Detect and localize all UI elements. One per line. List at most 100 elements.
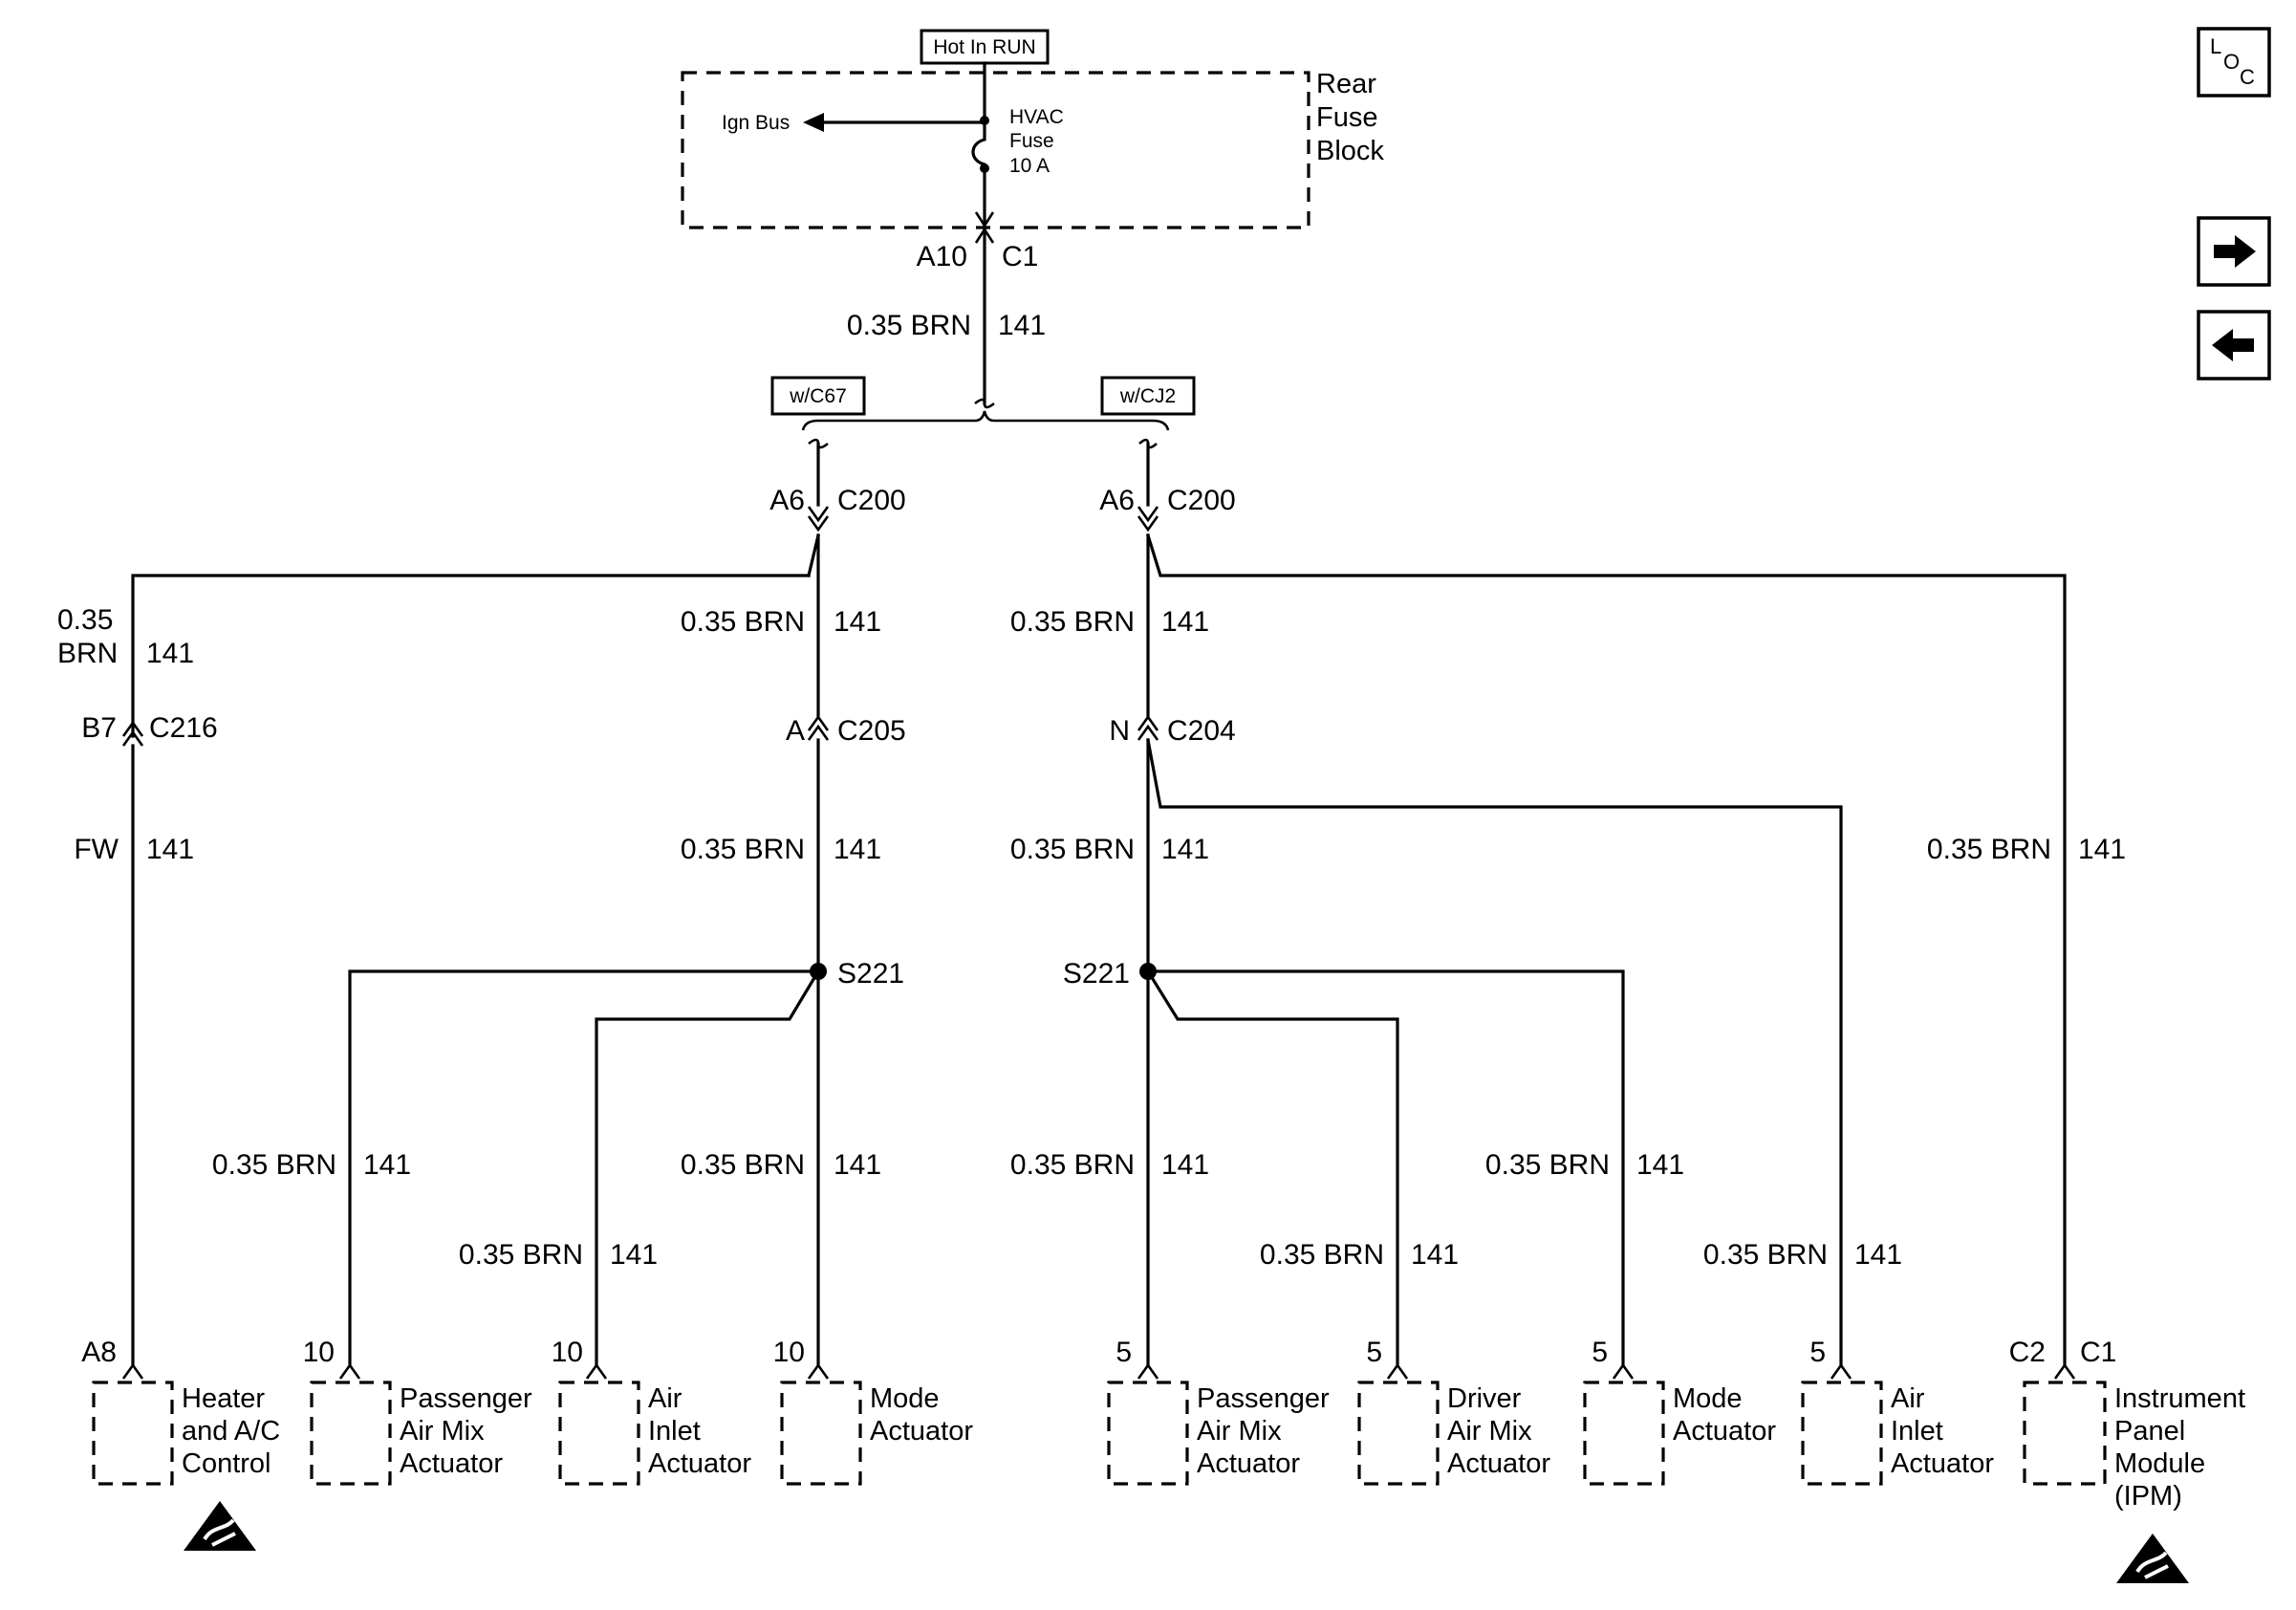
r-driver-air-mix-wire xyxy=(1145,968,1399,1367)
r-driver-air-mix-line-1: Driver xyxy=(1447,1383,1522,1414)
l-pass-air-mix-spec: 0.35 BRN xyxy=(212,1149,336,1181)
hvac-fuse-icon xyxy=(971,120,986,170)
l-air-inlet-line-1: Air xyxy=(648,1383,682,1414)
s221-right-label: S221 xyxy=(1063,958,1130,990)
c205-below-circuit: 141 xyxy=(834,834,881,865)
instrument-panel-module: C2 C1 Instrument Panel Module (IPM) xyxy=(2009,1337,2245,1512)
l-pass-air-mix-wire xyxy=(348,969,820,1367)
l-mode-line-1: Mode xyxy=(870,1383,940,1414)
heater-ac-line-3: Control xyxy=(182,1448,271,1479)
l-pass-air-mix-line-3: Actuator xyxy=(400,1448,503,1479)
l-mode-pin: 10 xyxy=(773,1337,805,1368)
esd-warning-icon-right xyxy=(2116,1534,2189,1583)
fuse-block-line-3: Block xyxy=(1316,136,1384,166)
c200-left-name: C200 xyxy=(837,485,906,516)
r-mode-outline xyxy=(1583,1381,1665,1486)
right-mid-circuit: 141 xyxy=(1161,606,1209,638)
ign-bus-label: Ign Bus xyxy=(722,112,790,134)
r-air-inlet-line-3: Actuator xyxy=(1891,1448,1994,1479)
c200-left-pin: A6 xyxy=(769,485,805,516)
r-pass-air-mix-spec: 0.35 BRN xyxy=(1010,1149,1135,1181)
forward-button[interactable] xyxy=(2197,216,2271,287)
fuse-line-2: Fuse xyxy=(1009,130,1054,152)
r-mode-pin: 5 xyxy=(1592,1337,1608,1368)
option-right-text: w/CJ2 xyxy=(1119,385,1176,407)
s221-left-label: S221 xyxy=(837,958,904,990)
l-air-inlet-circuit: 141 xyxy=(610,1239,658,1271)
right-mid-spec: 0.35 BRN xyxy=(1010,606,1135,638)
r-driver-air-mix-actuator: 5 Driver Air Mix Actuator xyxy=(1357,1337,1550,1486)
locator-button[interactable]: L O C xyxy=(2197,27,2271,98)
c204-name: C204 xyxy=(1167,715,1236,747)
c1-male-terminal-icon xyxy=(974,211,995,228)
r-driver-air-mix-line-3: Actuator xyxy=(1447,1448,1550,1479)
l-air-inlet-line-2: Inlet xyxy=(648,1416,701,1447)
heater-ac-outline xyxy=(92,1381,174,1486)
heater-ac-terminal-icon xyxy=(121,1362,144,1380)
c200-right-pin: A6 xyxy=(1099,485,1135,516)
r-air-inlet-wire xyxy=(1146,738,1843,1367)
r-mode-spec: 0.35 BRN xyxy=(1485,1149,1610,1181)
r-air-inlet-circuit: 141 xyxy=(1854,1239,1902,1271)
l-pass-air-mix-actuator: 10 Passenger Air Mix Actuator xyxy=(303,1337,532,1486)
back-button[interactable] xyxy=(2197,310,2271,381)
ipm-pin-right: C1 xyxy=(2080,1337,2116,1368)
r-driver-air-mix-line-2: Air Mix xyxy=(1447,1416,1532,1447)
fuse-line-1: HVAC xyxy=(1009,106,1064,128)
left-mid-spec: 0.35 BRN xyxy=(681,606,805,638)
c1-pin: A10 xyxy=(917,241,967,272)
c216-name: C216 xyxy=(149,712,218,744)
ipm-line-1: Instrument xyxy=(2114,1383,2245,1414)
r-mode-terminal-icon xyxy=(1612,1362,1635,1380)
l-air-inlet-line-3: Actuator xyxy=(648,1448,751,1479)
fw-spec: FW xyxy=(74,834,119,865)
l-pass-air-mix-line-2: Air Mix xyxy=(400,1416,485,1447)
far-left-wire-upper xyxy=(131,574,811,738)
l-mode-outline xyxy=(780,1381,862,1486)
r-mode-line-2: Actuator xyxy=(1673,1416,1776,1447)
r-pass-air-mix-line-2: Air Mix xyxy=(1197,1416,1282,1447)
option-left-label: w/C67 xyxy=(770,376,866,416)
heater-ac-pin: A8 xyxy=(81,1337,117,1368)
ipm-feed-wire xyxy=(1145,533,2067,1367)
r-driver-air-mix-circuit: 141 xyxy=(1411,1239,1459,1271)
r-driver-air-mix-pin: 5 xyxy=(1366,1337,1382,1368)
ign-bus-arrow-icon xyxy=(803,113,824,132)
c216-terminal-icon xyxy=(121,720,144,747)
r-air-inlet-terminal-icon xyxy=(1830,1362,1852,1380)
far-left-spec-line-1: 0.35 xyxy=(57,604,113,636)
r-mode-wire xyxy=(1146,969,1625,1367)
r-mode-circuit: 141 xyxy=(1636,1149,1684,1181)
ipm-line-3: Module xyxy=(2114,1448,2205,1479)
c204-terminal-icon xyxy=(1137,714,1159,741)
locator-l: L xyxy=(2210,34,2221,58)
esd-warning-icon-left xyxy=(184,1501,256,1551)
fuse-block-line-1: Rear xyxy=(1316,69,1376,99)
option-brace xyxy=(801,410,1170,431)
c204-below-circuit: 141 xyxy=(1161,834,1209,865)
ipm-feed-spec: 0.35 BRN xyxy=(1927,834,2051,865)
fw-circuit: 141 xyxy=(146,834,194,865)
arrow-left-icon xyxy=(2212,329,2254,361)
c1-name: C1 xyxy=(1002,241,1038,272)
hot-in-run-text: Hot In RUN xyxy=(933,36,1035,58)
r-pass-air-mix-line-3: Actuator xyxy=(1197,1448,1300,1479)
top-wire-spec: 0.35 BRN xyxy=(847,310,971,341)
l-air-inlet-pin: 10 xyxy=(552,1337,583,1368)
left-mid-circuit: 141 xyxy=(834,606,881,638)
c200-left-terminal-icon xyxy=(807,506,830,533)
hot-in-run-label: Hot In RUN xyxy=(920,29,1050,65)
fuse-line-3: 10 A xyxy=(1009,155,1050,177)
l-pass-air-mix-outline xyxy=(310,1381,392,1486)
locator-c: C xyxy=(2240,65,2255,89)
l-mode-line-2: Actuator xyxy=(870,1416,973,1447)
heater-ac-line-2: and A/C xyxy=(182,1416,280,1447)
l-pass-air-mix-pin: 10 xyxy=(303,1337,335,1368)
r-pass-air-mix-pin: 5 xyxy=(1116,1337,1132,1368)
r-driver-air-mix-terminal-icon xyxy=(1386,1362,1409,1380)
r-pass-air-mix-outline xyxy=(1107,1381,1189,1486)
far-left-spec-line-2: BRN xyxy=(57,638,118,669)
r-pass-air-mix-terminal-icon xyxy=(1137,1362,1159,1380)
ipm-terminal-icon xyxy=(2053,1362,2076,1380)
top-wire-circuit: 141 xyxy=(998,310,1046,341)
